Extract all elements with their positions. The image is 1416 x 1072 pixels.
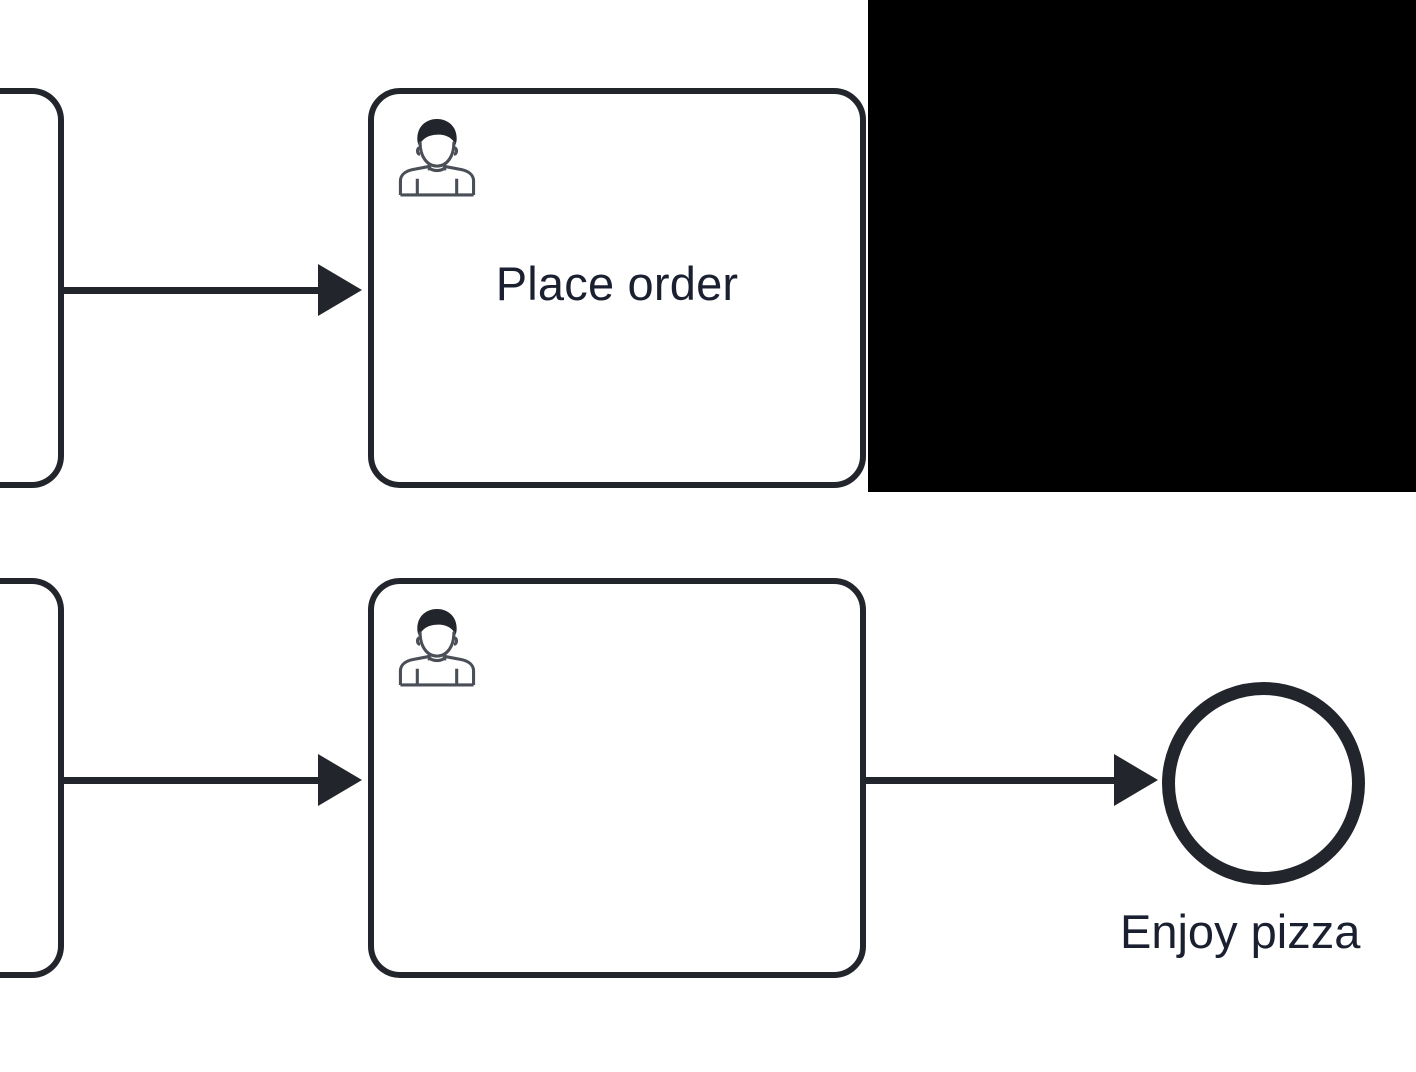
end-event-enjoy-pizza[interactable] bbox=[1162, 682, 1365, 885]
sequence-flow-bottom-out-line[interactable] bbox=[866, 777, 1118, 784]
task-top-place-order-label: Place order bbox=[495, 257, 739, 310]
task-top-place-order[interactable]: Place order bbox=[368, 88, 866, 488]
sequence-flow-bottom-out-arrowhead bbox=[1114, 754, 1158, 806]
task-bottom-partial[interactable] bbox=[0, 578, 64, 978]
sequence-flow-top-arrowhead bbox=[318, 264, 362, 316]
task-bottom-place-order[interactable]: Place order bbox=[368, 578, 866, 978]
sequence-flow-bottom-in-line[interactable] bbox=[62, 777, 324, 784]
sequence-flow-top-line[interactable] bbox=[62, 287, 324, 294]
occluding-overlay-panel bbox=[868, 0, 1416, 492]
user-icon bbox=[392, 112, 482, 202]
end-event-enjoy-pizza-label: Enjoy pizza bbox=[1120, 905, 1361, 958]
user-icon bbox=[392, 602, 482, 692]
sequence-flow-bottom-in-arrowhead bbox=[318, 754, 362, 806]
task-top-partial[interactable] bbox=[0, 88, 64, 488]
